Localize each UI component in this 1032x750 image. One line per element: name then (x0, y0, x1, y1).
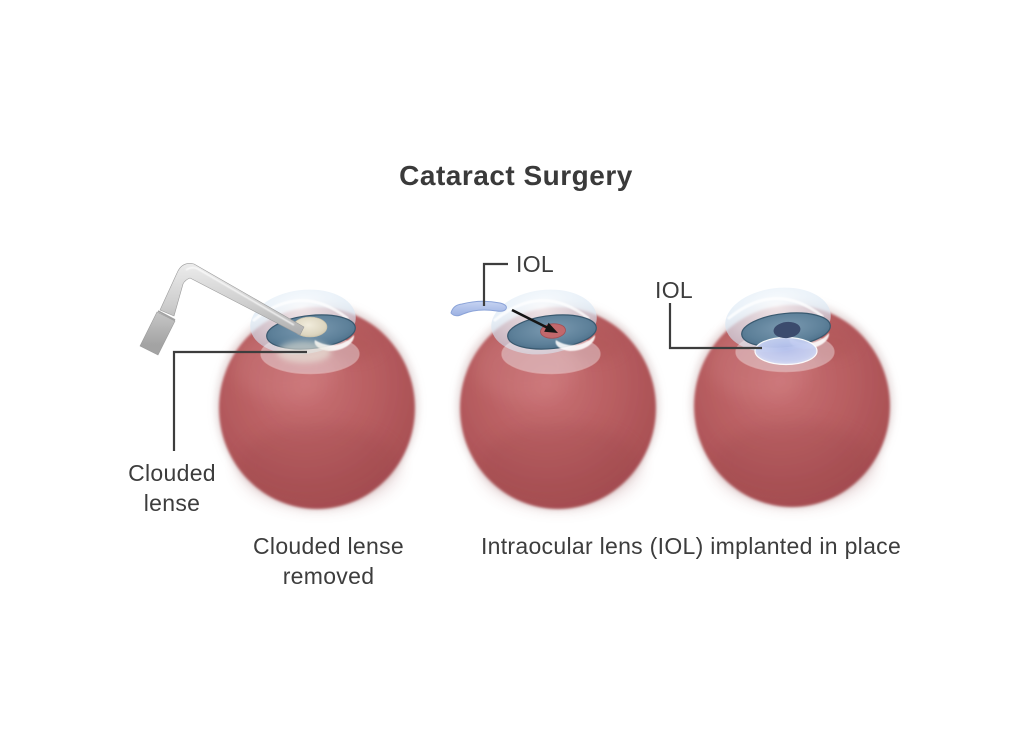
iol-implanted-label: IOL (655, 277, 693, 303)
iol-insert-connector-line (482, 262, 508, 306)
iol-implanted-connector-line (668, 303, 762, 350)
iol-implanted-lens (754, 336, 818, 366)
clouded-lense-label: Clouded lense (128, 460, 216, 516)
phaco-surgical-tool (139, 263, 305, 356)
caption-step1: Clouded lense removed (253, 533, 404, 589)
pupil (773, 321, 801, 339)
eye-step1-clouded-lens-removal (139, 263, 422, 513)
eye-step3-iol-implanted (687, 282, 897, 511)
iol-floating-lens (450, 300, 507, 317)
insertion-arrow-icon (511, 308, 558, 333)
eye-step2-iol-insertion (450, 284, 663, 513)
iol-insert-label: IOL (516, 251, 554, 277)
page-title: Cataract Surgery (399, 160, 633, 191)
caption-step2: Intraocular lens (IOL) implanted in plac… (480, 533, 902, 559)
clouded-lense-connector-line (172, 350, 307, 451)
